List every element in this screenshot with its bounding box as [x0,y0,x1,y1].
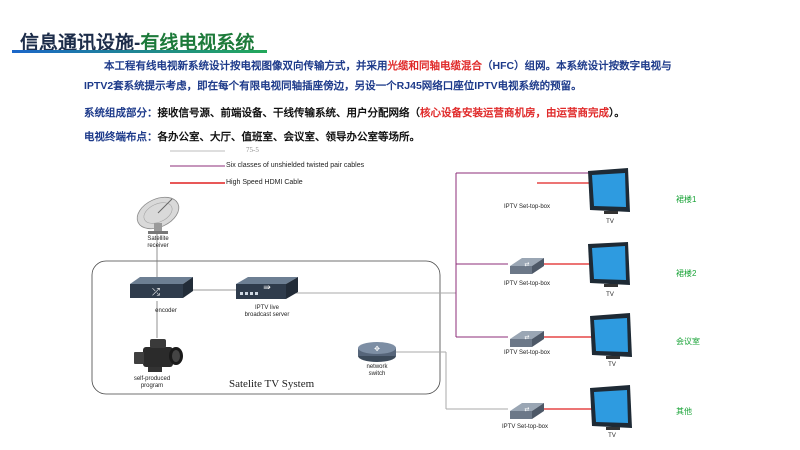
room-label-3: 会议室 [676,337,700,346]
svg-text:⇄: ⇄ [524,406,529,413]
svg-text:⇛: ⇛ [263,283,271,293]
tv-icon-3 [590,313,632,359]
system-frame [91,260,441,395]
room-label-1: 裙楼1 [676,195,697,204]
intro-highlight: 光缆和同轴电缆混合 [387,60,483,72]
tv-label-2: TV [606,292,614,298]
composition-text: 接收信号源、前端设备、干线传输系统、用户分配网络（ [157,107,421,119]
svg-text:✥: ✥ [374,345,380,353]
video-camera-icon [134,339,183,372]
system-name: Satelite TV System [229,378,315,390]
legend-label-utp: Six classes of unshielded twisted pair c… [226,162,365,169]
title-underline [12,50,267,53]
network-switch-icon: ✥ [358,342,396,362]
tv-label-3: TV [608,362,616,368]
room-label-4: 其他 [676,407,692,416]
layout-points-line: 电视终端布点：各办公室、大厅、值班室、会议室、领导办公室等场所。 [84,127,420,147]
tv-icon-1 [588,168,630,214]
composition-line: 系统组成部分：接收信号源、前端设备、干线传输系统、用户分配网络（核心设备安装运营… [84,103,625,123]
tv-label-4: TV [608,433,616,439]
stb-label-4: IPTV Set-top-box [501,424,549,430]
stb-label-3: IPTV Set-top-box [503,350,551,356]
title-part1: 信息通讯设施- [20,33,141,54]
satellite-label: Satellite receiver [147,236,169,249]
camera-label: self-produced program [133,376,171,389]
legend-label-hdmi: High Speed HDMI Cable [226,179,303,186]
tv-icon-4 [590,385,632,430]
stb-icon-2: ⇄ [510,258,544,274]
stb-icon-3: ⇄ [510,331,544,347]
tv-label-1: TV [606,219,614,225]
svg-text:⇄: ⇄ [524,334,529,341]
page-title: 信息通讯设施-有线电视系统 [20,28,254,55]
intro-text-a: 本工程有线电视新系统设计按电视图像双向传输方式，并采用 [104,60,388,72]
encoder-icon: ⤮ [130,277,193,298]
layout-points-text: 各办公室、大厅、值班室、会议室、领导办公室等场所。 [157,131,421,143]
svg-text:⤮: ⤮ [152,287,160,298]
tv-icon-2 [588,242,630,287]
composition-highlight: 核心设备安装运营商机房，由运营商完成 [420,107,609,119]
stb-icon-4: ⇄ [510,403,544,419]
intro-text-b: （HFC）组网。本系统设计按数字电视与 [482,60,672,72]
iptv-server-label: IPTV live broadcast server [244,305,290,318]
encoder-label: encoder [155,308,177,314]
room-label-2: 裙楼2 [676,269,697,278]
intro-line2: IPTV2套系统提示考虑，即在每个有限电视同轴插座傍边，另设一个RJ45网络口座… [84,80,582,92]
satellite-dish-icon [136,196,180,234]
layout-points-label: 电视终端布点： [84,131,158,143]
composition-end: ）。 [609,107,625,119]
title-part2: 有线电视系统 [140,33,255,54]
svg-text:⇄: ⇄ [524,261,529,268]
stb-label-1: IPTV Set-top-box [503,204,551,210]
stb-label-2: IPTV Set-top-box [503,281,551,287]
intro-line1: 本工程有线电视新系统设计按电视图像双向传输方式，并采用光缆和同轴电缆混合（HFC… [104,56,672,76]
composition-label: 系统组成部分： [84,107,158,119]
legend-label-coax: 75-5 [246,146,259,154]
network-switch-label: network switch [366,364,388,377]
iptv-server-icon: ⇛ [236,277,298,299]
